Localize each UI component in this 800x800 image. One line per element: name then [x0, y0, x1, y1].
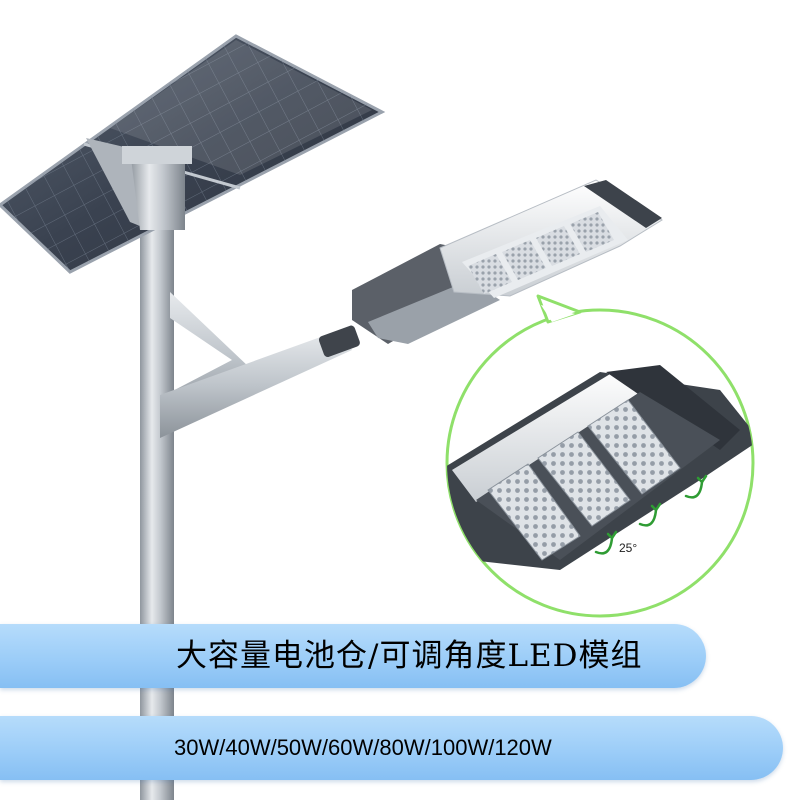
- feature-text: 大容量电池仓/可调角度LED模组: [176, 638, 643, 674]
- detail-callout: [445, 294, 755, 618]
- wattage-banner: 30W/40W/50W/60W/80W/100W/120W: [0, 716, 783, 780]
- tilt-angle-label: 25°: [619, 541, 638, 555]
- lamp-pole: [140, 215, 174, 800]
- tilt-arrows: [594, 474, 708, 555]
- wattage-text: 30W/40W/50W/60W/80W/100W/120W: [174, 735, 552, 760]
- panel-bracket: [86, 138, 192, 230]
- feature-banner: 大容量电池仓/可调角度LED模组: [0, 624, 706, 688]
- lamp-arm: [160, 292, 360, 438]
- led-lamp-head: [352, 179, 663, 344]
